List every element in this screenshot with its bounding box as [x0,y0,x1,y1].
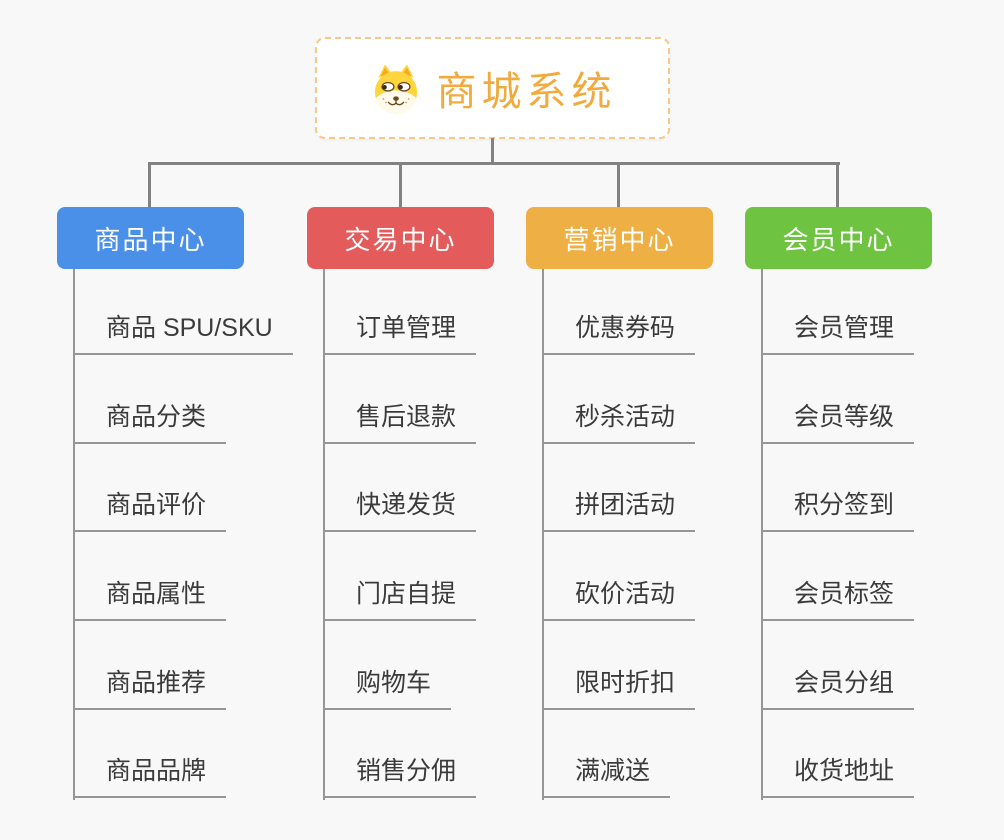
connector-drop-member [836,162,839,210]
leaf-node[interactable]: 优惠券码 [542,309,696,355]
leaf-node[interactable]: 商品品牌 [73,752,227,798]
connector-drop-trade [399,162,402,210]
branch-node-trade[interactable]: 交易中心 [307,207,494,269]
leaf-node[interactable]: 收货地址 [761,752,915,798]
root-title: 商城系统 [436,70,617,114]
leaf-node[interactable]: 快递发货 [323,486,477,532]
leaf-node[interactable]: 秒杀活动 [542,398,696,444]
branch-node-member[interactable]: 会员中心 [745,207,932,269]
connector-root-stem [491,138,494,164]
leaf-node[interactable]: 商品属性 [73,575,227,621]
leaf-node[interactable]: 会员等级 [761,398,915,444]
root-node[interactable]: 商城系统 [315,37,670,139]
leaf-node[interactable]: 售后退款 [323,398,477,444]
leaf-node[interactable]: 门店自提 [323,575,477,621]
leaf-node[interactable]: 商品推荐 [73,664,227,710]
leaf-node[interactable]: 订单管理 [323,309,477,355]
leaf-node[interactable]: 购物车 [323,664,452,710]
leaf-node[interactable]: 会员标签 [761,575,915,621]
branch-column-marketing: 优惠券码 秒杀活动 拼团活动 砍价活动 限时折扣 满减送 [542,269,796,800]
leaf-node[interactable]: 限时折扣 [542,664,696,710]
leaf-node[interactable]: 拼团活动 [542,486,696,532]
branch-column-member: 会员管理 会员等级 积分签到 会员标签 会员分组 收货地址 [761,269,1004,800]
branch-node-product[interactable]: 商品中心 [57,207,244,269]
leaf-node[interactable]: 会员管理 [761,309,915,355]
leaf-node[interactable]: 满减送 [542,752,671,798]
leaf-node[interactable]: 商品评价 [73,486,227,532]
doge-icon [374,64,417,114]
branch-node-marketing[interactable]: 营销中心 [526,207,713,269]
branch-column-trade: 订单管理 售后退款 快递发货 门店自提 购物车 销售分佣 [323,269,577,800]
connector-bus [148,162,840,165]
leaf-node[interactable]: 会员分组 [761,664,915,710]
connector-drop-marketing [617,162,620,210]
connector-drop-product [148,162,151,210]
leaf-node[interactable]: 商品分类 [73,398,227,444]
leaf-node[interactable]: 砍价活动 [542,575,696,621]
branch-column-product: 商品 SPU/SKU 商品分类 商品评价 商品属性 商品推荐 商品品牌 [73,269,327,800]
leaf-node[interactable]: 积分签到 [761,486,915,532]
leaf-node[interactable]: 商品 SPU/SKU [73,309,293,355]
leaf-node[interactable]: 销售分佣 [323,752,477,798]
